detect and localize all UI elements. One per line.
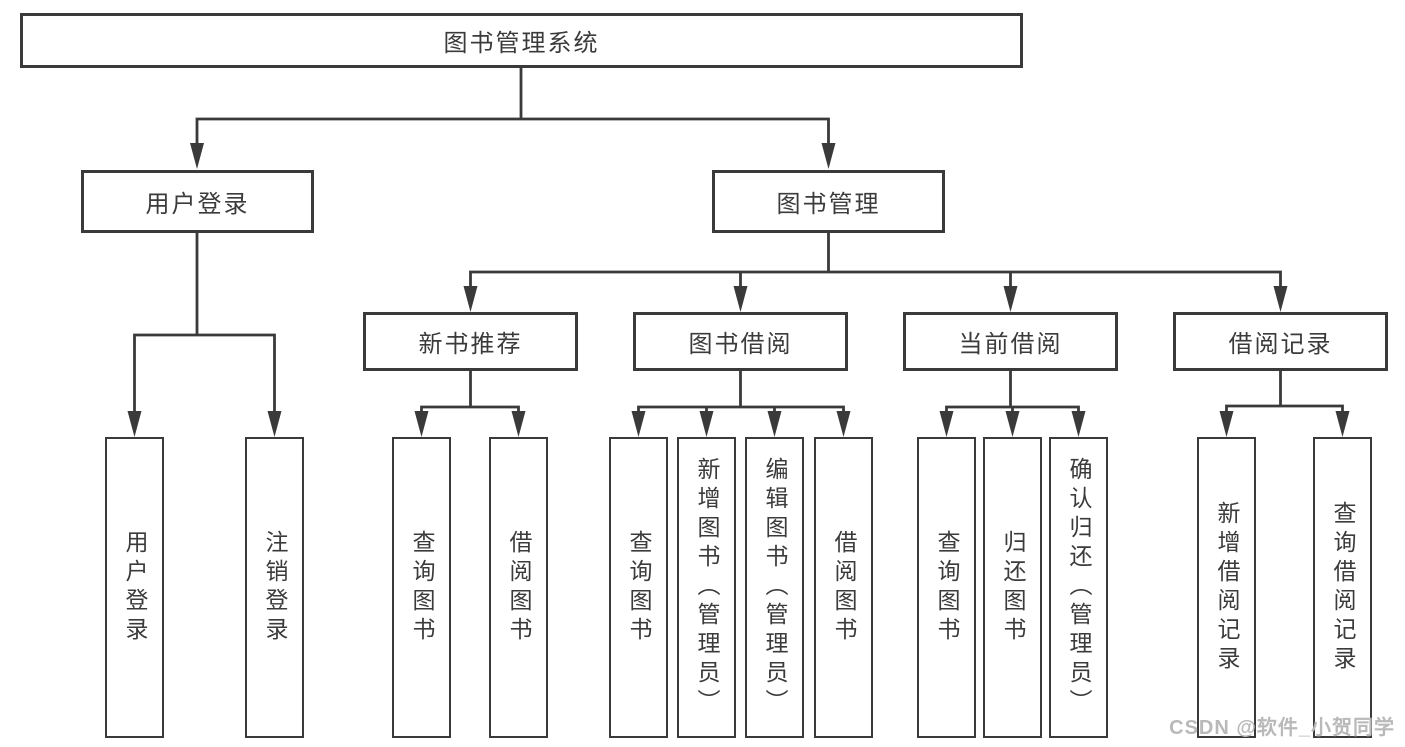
- node-user-login: 用户登录: [81, 170, 314, 233]
- leaf-borrow-borrow-book: 借阅图书: [814, 437, 873, 738]
- leaf-borrow-query-book: 查询图书: [609, 437, 668, 738]
- node-borrowing-records: 借阅记录: [1173, 312, 1388, 371]
- leaf-logout: 注销登录: [245, 437, 304, 738]
- leaf-borrow-edit-book-admin: 编辑图书（管理员）: [745, 437, 804, 738]
- arrowheads: [127, 143, 1350, 437]
- node-book-management: 图书管理: [712, 170, 945, 233]
- leaf-current-query-book: 查询图书: [917, 437, 976, 738]
- leaf-recommend-borrow-book: 借阅图书: [489, 437, 548, 738]
- leaf-records-query-borrow-record: 查询借阅记录: [1313, 437, 1372, 738]
- leaf-recommend-query-book: 查询图书: [392, 437, 451, 738]
- node-new-book-recommendation: 新书推荐: [363, 312, 578, 371]
- leaf-user-login: 用户登录: [105, 437, 164, 738]
- node-current-borrowing: 当前借阅: [903, 312, 1118, 371]
- leaf-current-return-book: 归还图书: [983, 437, 1042, 738]
- leaf-records-add-borrow-record: 新增借阅记录: [1197, 437, 1256, 738]
- watermark: CSDN @软件_小贺同学: [1169, 717, 1395, 739]
- node-book-borrowing: 图书借阅: [633, 312, 848, 371]
- leaf-borrow-add-book-admin: 新增图书（管理员）: [677, 437, 736, 738]
- leaf-current-confirm-return-admin: 确认归还（管理员）: [1049, 437, 1108, 738]
- node-library-management-system: 图书管理系统: [20, 13, 1023, 68]
